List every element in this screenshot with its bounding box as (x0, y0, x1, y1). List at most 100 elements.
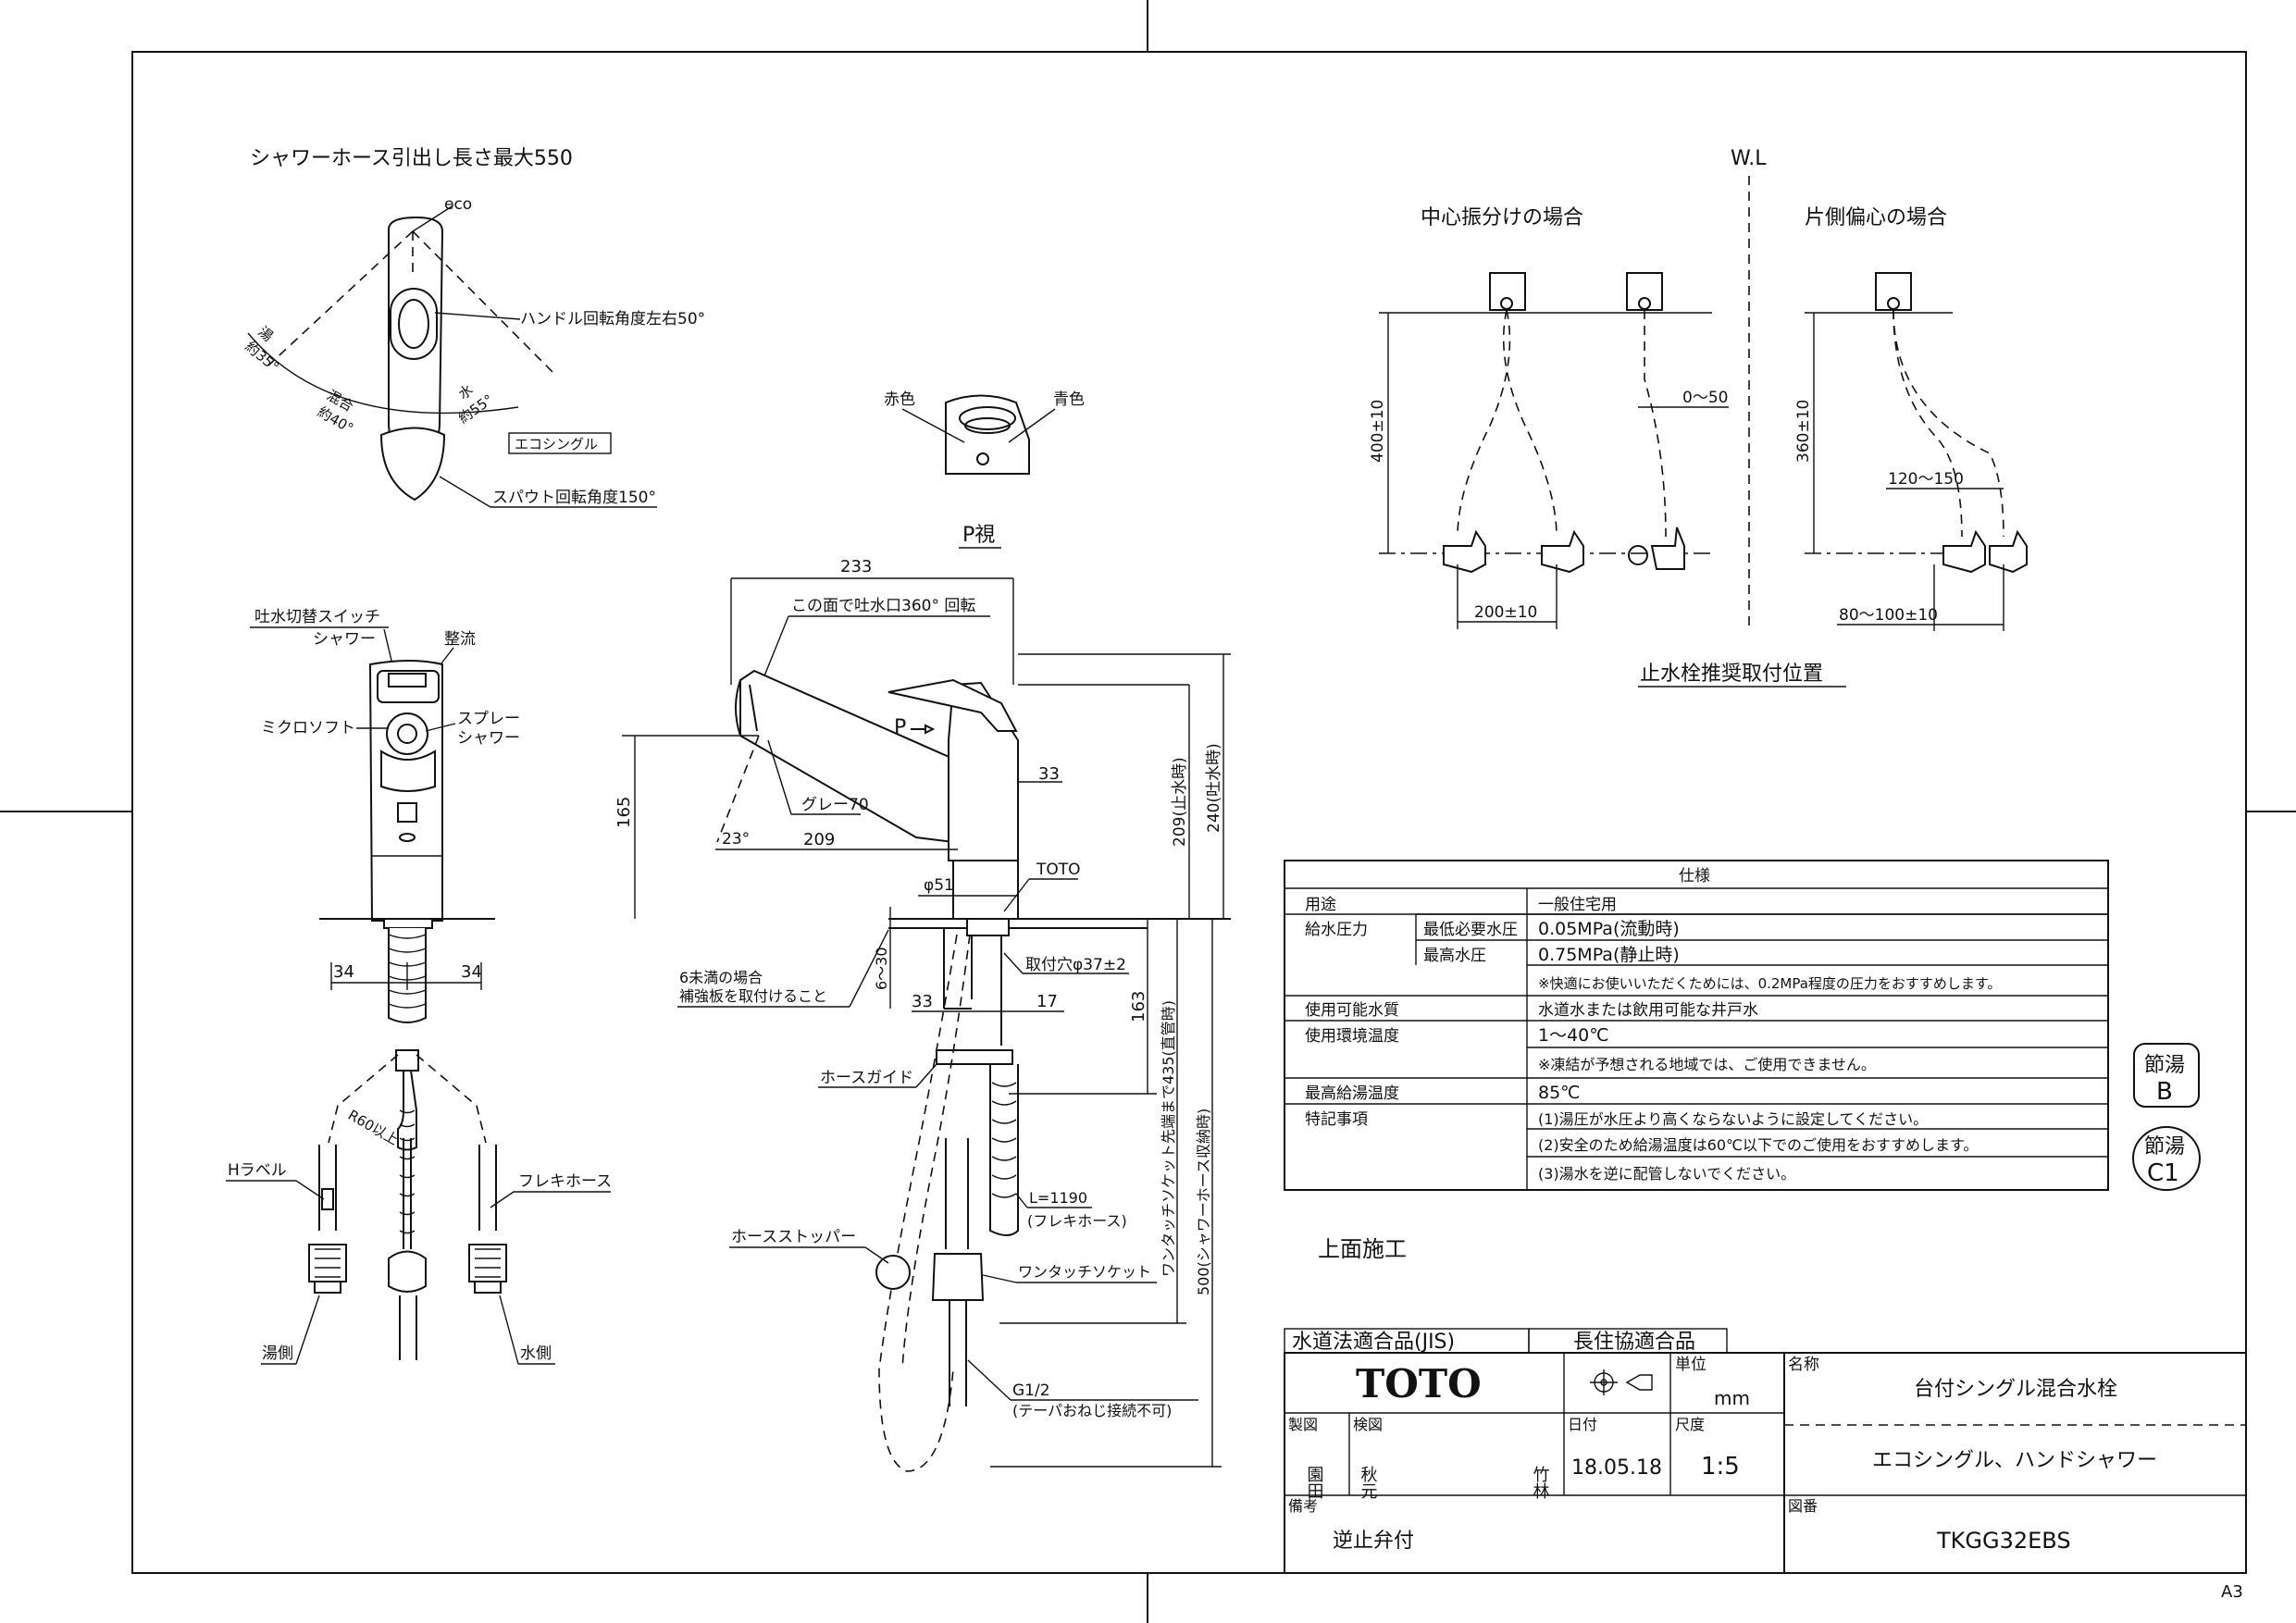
spout-base (379, 427, 446, 502)
water-side-label: 水側 (520, 1344, 552, 1363)
cold-limit-line (412, 230, 556, 376)
dim-240-vertical: 240(吐水時) (1205, 743, 1223, 833)
microsoft-label: ミクロソフト (261, 719, 355, 737)
top-view: シャワーホース引出し長さ最大550 eco ハンドル回転角度左右50° 湯 約3… (242, 147, 705, 508)
eco-handle-window (390, 288, 438, 360)
unit-label: 単位 (1675, 1356, 1706, 1374)
dim-233: 233 (840, 557, 872, 576)
spec-value: 1〜40℃ (1538, 1025, 1609, 1046)
date-value: 18.05.18 (1571, 1456, 1662, 1480)
side-base (952, 860, 1019, 920)
date-label: 日付 (1568, 1416, 1597, 1433)
front-socket (388, 1250, 427, 1293)
l1190-label: L=1190 (1029, 1189, 1087, 1207)
spec-key: 最高給湯温度 (1305, 1084, 1399, 1103)
center-case-title: 中心振分けの場合 (1421, 206, 1583, 229)
hot-connector (308, 1244, 347, 1282)
scale-label: 尺度 (1675, 1416, 1705, 1433)
brand-logo: TOTO (1356, 1361, 1482, 1406)
dim-34-right: 34 (461, 962, 482, 982)
drawing-number: TKGG32EBS (1936, 1528, 2071, 1554)
spec-value: (2)安全のため給湯温度は60℃以下でのご使用をおすすめします。 (1538, 1136, 1978, 1154)
l1190-sub: (フレキホース) (1027, 1212, 1127, 1230)
projection-symbol-icon (1590, 1369, 1653, 1395)
blue-label: 青色 (1053, 390, 1085, 409)
angle-arc (247, 332, 519, 415)
dim-33-top: 33 (1038, 764, 1060, 784)
drawn-label: 製図 (1288, 1416, 1318, 1433)
badge-c1 (2132, 1126, 2201, 1191)
dim-435: ワンタッチソケット先端まで435(直管時) (1160, 1000, 1177, 1277)
valve-offset-left (1942, 529, 1986, 574)
dim-209: 209 (803, 830, 835, 849)
valve-side (1650, 527, 1685, 570)
dim-200: 200±10 (1474, 603, 1537, 622)
dim-163: 163 (1129, 991, 1148, 1022)
stopper-label: ホースストッパー (731, 1228, 856, 1246)
valve-center-left (1443, 529, 1486, 574)
spec-value: 水道水または飲用可能な井戸水 (1538, 1001, 1758, 1020)
dim-34-left: 34 (333, 962, 354, 982)
product-subname: エコシングル、ハンドシャワー (1872, 1449, 2157, 1472)
dim-17: 17 (1036, 992, 1058, 1011)
spray-label: スプレー (457, 710, 520, 728)
spec-subkey: 最低必要水圧 (1423, 921, 1518, 939)
spec-key: 使用環境温度 (1305, 1026, 1399, 1046)
dim-0-50: 0〜50 (1682, 389, 1728, 407)
reinforce-note-2: 補強板を取付けること (679, 987, 827, 1005)
spec-value: ※凍結が予想される地域では、ご使用できません。 (1538, 1056, 1876, 1073)
badge-b-bottom: B (2156, 1078, 2173, 1106)
dim-209-vertical: 209(止水時) (1171, 757, 1189, 847)
spec-title: 仕様 (1679, 867, 1710, 886)
badge-b-top: 節湯 (2144, 1054, 2185, 1077)
dim-360: 360±10 (1794, 400, 1813, 463)
wl-label: W.L (1731, 147, 1767, 170)
jis-label: 水道法適合品(JIS) (1292, 1331, 1455, 1354)
h-label: Hラベル (228, 1161, 287, 1180)
p-view: 赤色 青色 P視 (884, 390, 1085, 549)
eco-label: eco (444, 195, 472, 214)
spec-value: 0.75MPa(静止時) (1538, 945, 1680, 965)
remark-label: 備考 (1288, 1497, 1318, 1515)
chouju-label: 長住協適合品 (1573, 1331, 1695, 1354)
reinforce-note-1: 6未満の場合 (679, 969, 763, 986)
side-socket (931, 1253, 985, 1301)
title-block: 水道法適合品(JIS) 長住協適合品 TOTO 単位 mm 名称 台付シングル混… (1284, 1328, 2247, 1574)
spec-value: 85℃ (1538, 1083, 1581, 1103)
rotate-note: この面で吐水口360° 回転 (791, 597, 975, 615)
g12-label: G1/2 (1012, 1381, 1050, 1400)
red-label: 赤色 (884, 390, 915, 409)
spec-value: 一般住宅用 (1538, 896, 1617, 914)
flexi-label: フレキホース (518, 1172, 612, 1191)
laminar-label: 整流 (444, 630, 476, 649)
spec-key: 使用可能水質 (1305, 1000, 1399, 1020)
front-view: 吐水切替スイッチ シャワー 整流 ミクロソフト スプレー シャワー 34 34 (226, 608, 612, 1365)
badge-c1-top: 節湯 (2144, 1135, 2185, 1158)
valve-offset-right (1989, 529, 2028, 574)
cold-connector (468, 1244, 507, 1282)
hot-limit-line (267, 230, 414, 366)
valve-caption: 止水栓推奨取付位置 (1640, 663, 1823, 686)
p-arrow-label: P (894, 716, 906, 739)
spec-value: ※快適にお使いいただくためには、0.2MPa程度の圧力をおすすめします。 (1538, 975, 2001, 992)
spec-value: (3)湯水を逆に配管しないでください。 (1538, 1165, 1795, 1183)
hose-length-note: シャワーホース引出し長さ最大550 (250, 147, 573, 170)
one-side-title: 片側偏心の場合 (1805, 206, 1947, 229)
eco-single-label: エコシングル (515, 436, 598, 452)
unit-value: mm (1714, 1387, 1750, 1409)
r60-label: R60以上 (345, 1107, 402, 1148)
toto-mark-label: TOTO (1036, 861, 1081, 879)
hole-label: 取付穴φ37±2 (1025, 956, 1126, 974)
dim-80-100: 80〜100±10 (1839, 606, 1938, 625)
dim-33-bottom: 33 (912, 992, 933, 1011)
badge-c1-bottom: C1 (2147, 1159, 2179, 1187)
hose-guide-label: ホースガイド (820, 1069, 913, 1087)
spec-value: 0.05MPa(流動時) (1538, 919, 1680, 939)
water-saving-badges: 節湯 B 節湯 C1 (2132, 1043, 2201, 1191)
valve-layout: W.L 中心振分けの場合 片側偏心の場合 400±10 360±10 0〜50 … (1369, 147, 2028, 688)
drawing-no-label: 図番 (1788, 1497, 1818, 1515)
g12-note: (テーパおねじ接続不可) (1012, 1402, 1172, 1419)
hot-angle-value: 約35° (242, 338, 281, 376)
hose-guide-part (936, 1049, 1013, 1065)
